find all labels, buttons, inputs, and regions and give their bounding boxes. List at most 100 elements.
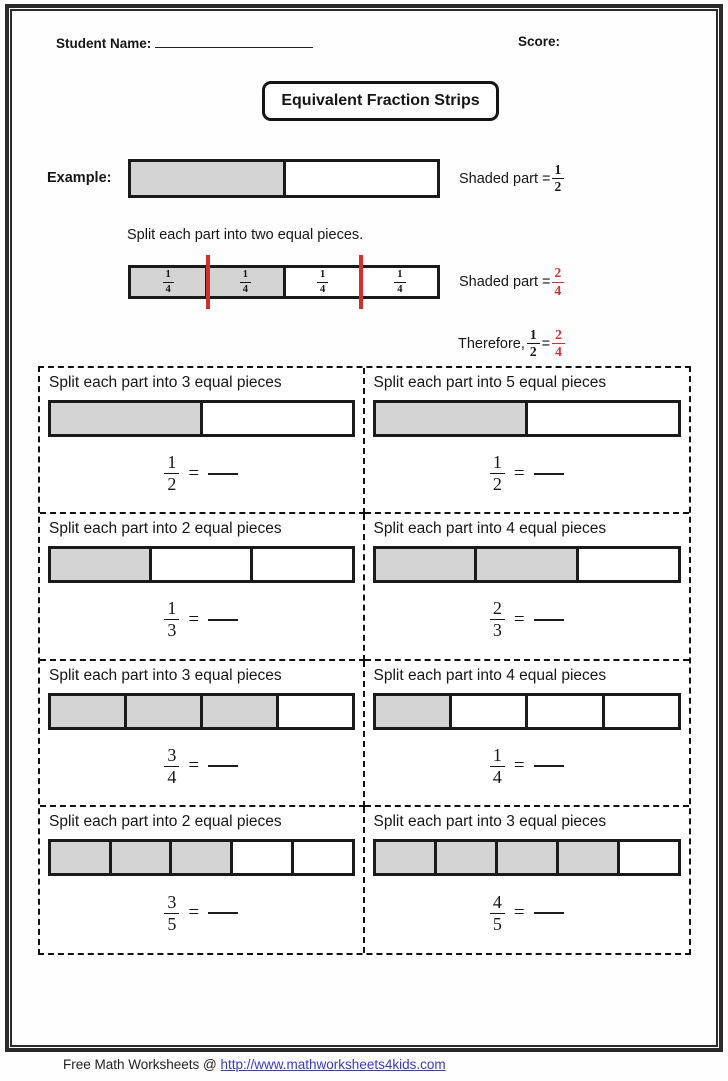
answer-blank[interactable] <box>208 618 239 621</box>
problem-prompt: Split each part into 3 equal pieces <box>373 812 607 830</box>
equals-sign: = <box>188 462 200 484</box>
strip-segment-shaded <box>433 841 495 873</box>
equals-sign: = <box>513 902 525 924</box>
fraction-strip <box>48 546 355 584</box>
equals-sign: = <box>513 462 525 484</box>
footer: Free Math Worksheets @ http://www.mathwo… <box>63 1057 446 1072</box>
strip-segment <box>290 841 352 873</box>
equals-sign: = <box>513 755 525 777</box>
strip-segment <box>282 162 437 195</box>
strip-segment-shaded <box>494 841 556 873</box>
problem-prompt: Split each part into 5 equal pieces <box>373 374 607 391</box>
strip-segment-shaded <box>199 695 276 727</box>
fraction-strip <box>48 400 355 437</box>
red-split-line <box>205 255 210 309</box>
equals-sign: = <box>188 608 200 630</box>
strip-segment <box>601 695 678 727</box>
strip-segment <box>149 549 251 581</box>
strip-segment <box>525 403 678 434</box>
student-name-blank[interactable] <box>155 34 314 48</box>
answer-blank[interactable] <box>533 912 564 915</box>
student-name-label: Student Name: <box>56 36 152 51</box>
problem-prompt: Split each part into 2 equal pieces <box>49 520 282 538</box>
strip-segment-shaded <box>169 841 231 873</box>
fraction-strip <box>372 692 681 730</box>
strip-segment <box>275 695 352 727</box>
strip-segment-shaded <box>375 549 475 581</box>
footer-text: Free Math Worksheets @ <box>63 1057 221 1072</box>
answer-blank[interactable] <box>533 472 564 475</box>
fraction-strip <box>372 400 681 437</box>
answer-blank[interactable] <box>208 765 239 768</box>
strip-segment-shaded <box>51 695 124 727</box>
page-frame <box>5 4 723 1052</box>
strip-segment-shaded <box>131 162 283 195</box>
strip-segment-shaded <box>375 695 449 727</box>
strip-segment-shaded <box>375 403 526 434</box>
strip-segment <box>199 403 352 434</box>
strip-segment <box>525 695 602 727</box>
strip-segment <box>250 549 352 581</box>
worksheet-title: Equivalent Fraction Strips <box>262 81 499 121</box>
problem-prompt: Split each part into 2 equal pieces <box>49 812 282 830</box>
equals-sign: = <box>188 755 200 777</box>
shaded-part-label: Shaded part = <box>459 170 551 187</box>
problem-prompt: Split each part into 3 equal pieces <box>49 666 282 684</box>
answer-blank[interactable] <box>533 618 564 621</box>
answer-blank[interactable] <box>208 472 239 475</box>
answer-blank[interactable] <box>533 765 564 768</box>
strip-segment <box>230 841 291 873</box>
equals-sign: = <box>513 608 525 630</box>
problem-prompt: Split each part into 4 equal pieces <box>373 520 607 538</box>
student-name-row: Student Name: <box>56 34 314 51</box>
strip-segment <box>448 695 526 727</box>
page-frame-inner-line <box>10 9 718 1047</box>
strip-segment-shaded <box>51 549 150 581</box>
fraction-strip <box>48 692 355 730</box>
footer-link[interactable]: http://www.mathworksheets4kids.com <box>220 1057 446 1072</box>
strip-segment-shaded <box>51 403 200 434</box>
red-split-line <box>358 255 363 309</box>
strip-segment <box>576 549 678 581</box>
answer-blank[interactable] <box>208 912 239 915</box>
example-split-instruction: Split each part into two equal pieces. <box>127 227 364 243</box>
score-label: Score: <box>518 34 561 49</box>
therefore-label: Therefore, <box>458 335 525 352</box>
strip-segment-shaded <box>375 841 434 873</box>
strip-segment-shaded <box>474 549 577 581</box>
fraction-strip <box>48 838 355 876</box>
